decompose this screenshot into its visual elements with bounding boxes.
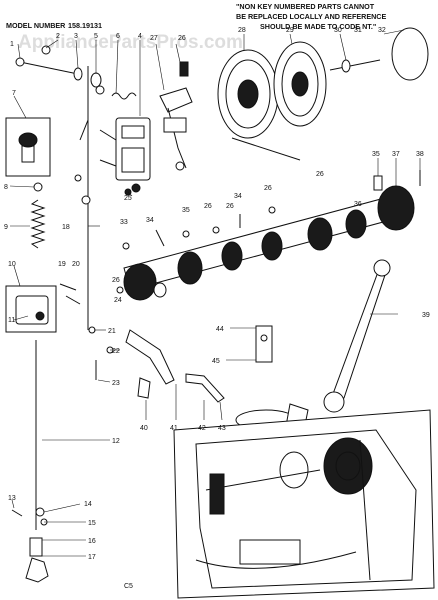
callout-18: 18 [62, 224, 70, 231]
presser-spring [30, 199, 46, 249]
hand-wheel-assembly [217, 27, 429, 161]
model-number-value: 158.19131 [68, 21, 102, 30]
callout-44: 44 [216, 326, 224, 333]
callout-31: 31 [354, 27, 362, 34]
note-line-1: "NON KEY NUMBERED PARTS CANNOT [236, 2, 375, 11]
callout-38: 38 [416, 151, 424, 158]
callout-20: 20 [72, 261, 80, 268]
callout-32: 32 [378, 27, 386, 34]
model-number-prefix: MODEL NUMBER [6, 21, 66, 30]
callout-15: 15 [88, 520, 96, 527]
presser-bar-lifter-assembly [15, 45, 137, 330]
callout-25: 25 [124, 195, 132, 202]
callout-37: 37 [392, 151, 400, 158]
callout-26-c: 26 [264, 185, 272, 192]
set-screw-24 [116, 286, 124, 294]
callout-26-a: 26 [178, 35, 186, 42]
callout-39: 39 [422, 312, 430, 319]
callout-23: 23 [112, 380, 120, 387]
screw-33 [122, 242, 130, 250]
callout-9: 9 [4, 224, 8, 231]
callout-27: 27 [150, 35, 158, 42]
spring-35 [182, 230, 190, 238]
callout-35-a: 35 [182, 207, 190, 214]
callout-labels: 1 2 3 4 5 6 7 8 9 10 11 12 13 14 15 16 1… [4, 27, 430, 561]
callout-4: 4 [138, 33, 142, 40]
callout-33: 33 [120, 219, 128, 226]
callout-26-f: 26 [226, 203, 234, 210]
thread-guide-bracket [99, 117, 151, 196]
lever-43 [185, 373, 225, 403]
callout-34-a: 34 [146, 217, 154, 224]
tension-knob [5, 117, 51, 177]
callout-34-b: 34 [234, 193, 242, 200]
set-screw-19 [59, 283, 77, 291]
lever-40 [137, 377, 151, 399]
callout-29: 29 [286, 27, 294, 34]
callout-10: 10 [8, 261, 16, 268]
set-screw-20 [65, 295, 81, 305]
machine-inset [173, 409, 435, 599]
callout-45: 45 [212, 358, 220, 365]
callout-36: 36 [354, 201, 362, 208]
callout-1: 1 [10, 41, 14, 48]
callout-19: 19 [58, 261, 66, 268]
callout-17: 17 [88, 554, 96, 561]
callout-21: 21 [108, 328, 116, 335]
callout-3: 3 [74, 33, 78, 40]
screw-13 [11, 509, 23, 517]
callout-43: 43 [218, 425, 226, 432]
presser-foot [25, 537, 49, 583]
callout-26-e: 26 [316, 171, 324, 178]
screw-14 [35, 507, 45, 517]
cam-shaft [123, 185, 415, 301]
callout-5: 5 [94, 33, 98, 40]
leader-lines [9, 29, 421, 557]
bracket-45 [255, 325, 273, 363]
presser-bar-guide-bracket [5, 285, 57, 333]
screw-26 [212, 226, 220, 234]
callout-6: 6 [116, 33, 120, 40]
screw-34 [155, 229, 165, 247]
callout-26-b: 26 [204, 203, 212, 210]
callout-40: 40 [140, 425, 148, 432]
connecting-rod [323, 259, 391, 413]
callout-30: 30 [334, 27, 342, 34]
callout-14: 14 [84, 501, 92, 508]
callout-8: 8 [4, 184, 8, 191]
washer-8 [33, 182, 43, 192]
bobbin-winder-lever [159, 61, 193, 171]
callout-24: 24 [114, 297, 122, 304]
note-line-2: BE REPLACED LOCALLY AND REFERENCE [236, 12, 386, 21]
note-line-3: SHOULD BE MADE TO CODE NT." [260, 22, 376, 31]
stitch-regulator-lever [125, 329, 175, 385]
spring-35b [373, 175, 383, 191]
callout-13: 13 [8, 495, 16, 502]
callout-7: 7 [12, 90, 16, 97]
callout-11: 11 [8, 317, 15, 324]
callout-28: 28 [238, 27, 246, 34]
callout-2: 2 [56, 33, 60, 40]
callout-22: 22 [112, 348, 120, 355]
watermark: AppliancePartsPros.com [18, 32, 243, 53]
callout-12: 12 [112, 438, 120, 445]
screw-26b [268, 206, 276, 214]
callout-41: 41 [170, 425, 178, 432]
footer-code: C5 [124, 583, 133, 590]
callout-35-b: 35 [372, 151, 380, 158]
callout-16: 16 [88, 538, 96, 545]
callout-42: 42 [198, 425, 206, 432]
callout-26-d: 26 [112, 277, 120, 284]
